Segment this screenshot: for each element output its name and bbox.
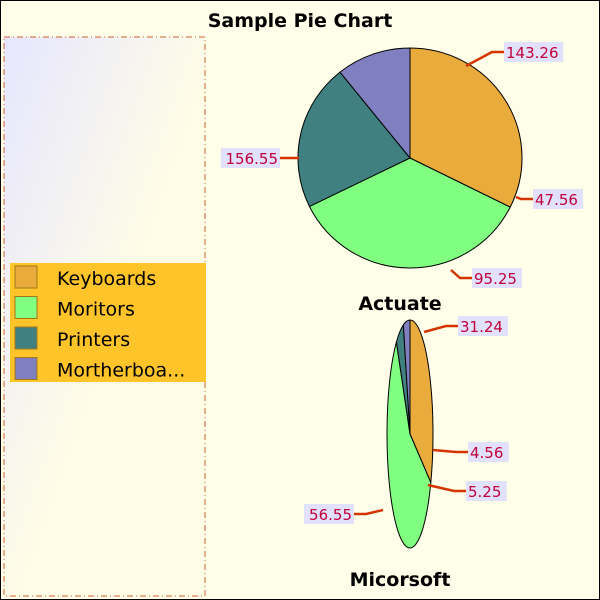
legend-label-0: Keyboards bbox=[57, 268, 156, 290]
leader-line bbox=[427, 483, 466, 493]
slice-actuate-2 bbox=[297, 71, 411, 208]
data-label-bg bbox=[533, 189, 583, 209]
legend-swatch-1 bbox=[14, 296, 38, 319]
data-label-bg bbox=[220, 148, 280, 168]
series-name-1: Micorsoft bbox=[350, 569, 451, 591]
legend-swatch-3 bbox=[14, 357, 38, 380]
leader-line bbox=[423, 324, 458, 334]
data-label-actuate-3: 47.56 bbox=[535, 191, 578, 209]
slice-actuate-1 bbox=[308, 157, 511, 269]
leader-line bbox=[354, 508, 384, 516]
legend: KeyboardsMoritorsPrintersMortherboa... bbox=[14, 265, 185, 382]
data-label-bg bbox=[304, 504, 354, 524]
chart-title: Sample Pie Chart bbox=[208, 10, 393, 32]
data-label-micorsoft-1: 56.55 bbox=[309, 506, 352, 524]
legend-label-1: Moritors bbox=[57, 299, 135, 321]
slice-micorsoft-0 bbox=[409, 319, 434, 483]
leader-line bbox=[450, 269, 472, 280]
slice-actuate-3 bbox=[339, 47, 411, 160]
slice-actuate-0 bbox=[409, 47, 523, 208]
legend-label-2: Printers bbox=[57, 329, 130, 351]
data-label-bg bbox=[504, 42, 564, 62]
data-label-micorsoft-2: 5.25 bbox=[468, 483, 501, 501]
data-label-bg bbox=[458, 316, 508, 336]
data-label-actuate-2: 95.25 bbox=[474, 270, 517, 288]
data-label-micorsoft-0: 31.24 bbox=[460, 318, 503, 336]
data-label-bg bbox=[472, 268, 522, 288]
slice-micorsoft-1 bbox=[386, 341, 432, 549]
legend-swatch-2 bbox=[14, 326, 38, 350]
legend-swatch-0 bbox=[14, 265, 38, 289]
leader-line bbox=[465, 50, 504, 68]
leader-line bbox=[515, 195, 533, 201]
legend-label-3: Mortherboa... bbox=[57, 360, 185, 382]
data-label-micorsoft-3: 4.56 bbox=[470, 444, 503, 462]
data-label-actuate-0: 143.26 bbox=[506, 44, 559, 62]
legend-box bbox=[10, 263, 206, 382]
data-label-bg bbox=[466, 481, 507, 501]
slice-micorsoft-3 bbox=[402, 319, 411, 435]
data-label-bg bbox=[468, 442, 509, 462]
leader-line bbox=[432, 448, 468, 454]
data-label-actuate-1: 156.55 bbox=[226, 150, 279, 168]
series-name-0: Actuate bbox=[358, 293, 441, 315]
